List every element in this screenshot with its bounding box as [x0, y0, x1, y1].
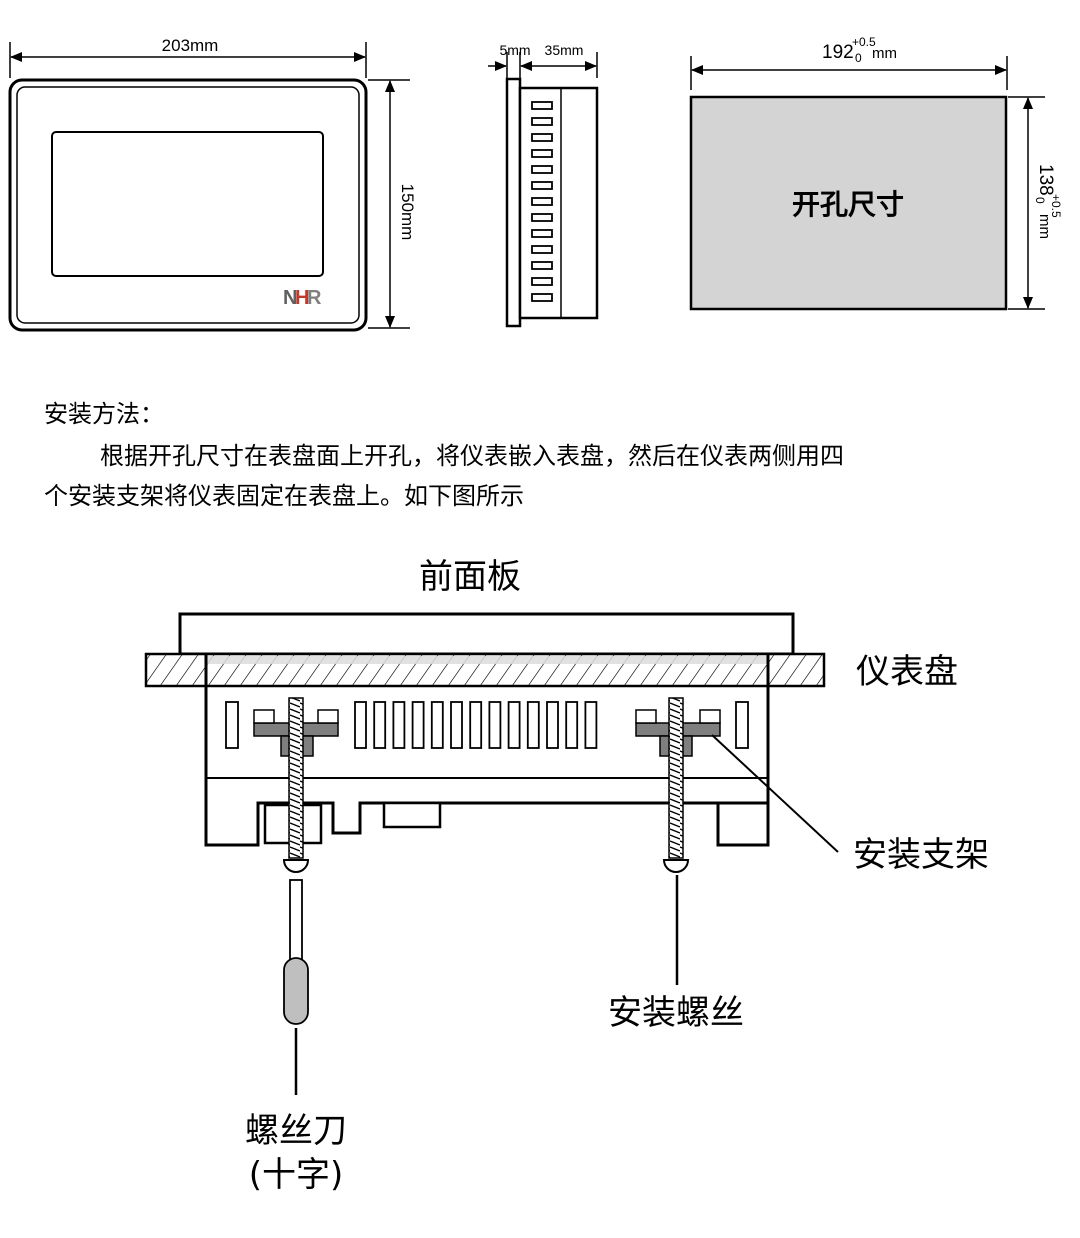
- bracket-leader-line: [711, 734, 839, 853]
- screwdriver-icon: [283, 879, 309, 1025]
- front-bezel-inner: [16, 86, 360, 324]
- display-screen: [51, 131, 324, 277]
- side-vent-slot: [531, 133, 553, 142]
- side-vent-slot: [531, 165, 553, 174]
- side-front-plate: [505, 77, 522, 328]
- cutout-width-tol-upper: +0.5: [852, 35, 876, 49]
- cutout-width-tol-lower: 0: [855, 51, 862, 65]
- body-notch-center: [382, 801, 442, 829]
- body-vent-slot: [735, 701, 749, 749]
- install-diagram: 前面板 仪表盘: [144, 557, 989, 1195]
- side-vent-slots: [531, 101, 553, 302]
- side-depth-front-label: 5mm: [499, 42, 530, 58]
- front-width-label: 203mm: [162, 36, 219, 55]
- install-title: 安装方法：: [44, 400, 164, 428]
- side-vent-slot: [531, 293, 553, 302]
- front-view: 203mm N H R 150mm: [8, 36, 417, 332]
- screwdriver-label: 螺丝刀: [245, 1111, 347, 1151]
- body-vent-slot: [225, 701, 239, 749]
- front-panel-rect: [178, 612, 795, 656]
- cutout-width-unit: mm: [872, 45, 897, 62]
- screwdriver-shaft: [289, 879, 303, 963]
- screw-right-shaft: [668, 697, 684, 859]
- body-vent-slot: [373, 701, 387, 749]
- cutout-height-base: 138: [1035, 164, 1056, 196]
- screw-left-shaft: [288, 697, 304, 859]
- side-vent-slot: [531, 245, 553, 254]
- screw-label: 安装螺丝: [608, 993, 744, 1033]
- cutout-label: 开孔尺寸: [792, 188, 904, 221]
- cutout-height-unit: mm: [1036, 214, 1053, 239]
- front-height-label: 150mm: [398, 184, 417, 241]
- bracket-right-tab-b: [699, 709, 721, 724]
- side-vent-slot: [531, 213, 553, 222]
- side-vent-slot: [531, 181, 553, 190]
- cutout-height-label: 138 +0.5 0 mm: [1033, 164, 1063, 239]
- install-line-1: 根据开孔尺寸在表盘面上开孔，将仪表嵌入表盘，然后在仪表两侧用四: [100, 442, 844, 470]
- screw-left-head: [282, 859, 310, 873]
- brand-logo: N H R: [283, 287, 322, 309]
- side-vent-slot: [531, 149, 553, 158]
- body-vent-slot: [526, 701, 540, 749]
- side-vent-slot: [531, 197, 553, 206]
- body-vent-slot: [411, 701, 425, 749]
- hatch-highlight: [206, 656, 768, 664]
- body-vent-slot: [488, 701, 502, 749]
- bracket-label: 安装支架: [853, 835, 989, 875]
- body-vent-slot: [565, 701, 579, 749]
- bracket-left-tab-b: [317, 709, 339, 724]
- body-foot-right: [716, 803, 768, 847]
- logo-letter-h: H: [295, 287, 309, 309]
- cutout-width-label: 192 +0.5 0 mm: [822, 35, 897, 65]
- cutout-height-tol-lower: 0: [1033, 197, 1047, 204]
- side-vent-slot: [531, 117, 553, 126]
- side-vent-slot: [531, 277, 553, 286]
- side-vent-slot: [531, 261, 553, 270]
- bracket-right-tab-a: [635, 709, 657, 724]
- side-vent-slot: [531, 229, 553, 238]
- screwdriver-type-label: (十字): [249, 1155, 344, 1195]
- screw-right-head: [662, 859, 690, 873]
- screwdriver-handle: [283, 957, 309, 1025]
- body-vent-slots: [225, 701, 749, 749]
- logo-letter-r: R: [307, 287, 322, 309]
- body-vent-slot: [430, 701, 444, 749]
- side-vent-slot: [531, 101, 553, 110]
- instrument-panel-label: 仪表盘: [856, 652, 958, 692]
- front-panel-label: 前面板: [419, 557, 521, 597]
- cutout-height-tol-upper: +0.5: [1049, 194, 1063, 218]
- cutout-area: [689, 95, 1008, 311]
- screw-right: [662, 697, 690, 873]
- body-vent-slot: [450, 701, 463, 749]
- body-vent-slot: [584, 701, 598, 749]
- side-view: 5mm 35mm: [488, 42, 599, 328]
- body-vent-slot: [392, 701, 406, 749]
- cutout-view: 192 +0.5 0 mm 开孔尺寸 138 +0.5 0 mm: [689, 35, 1063, 311]
- body-vent-slot: [469, 701, 483, 749]
- screw-left: [282, 697, 310, 873]
- body-vent-slot: [354, 701, 367, 749]
- logo-letter-n: N: [283, 287, 297, 309]
- body-vent-slot: [507, 701, 521, 749]
- body-vent-slot: [546, 701, 559, 749]
- bracket-left-tab-a: [253, 709, 275, 724]
- install-line-2: 个安装支架将仪表固定在表盘上。如下图所示: [44, 482, 524, 510]
- side-depth-body-label: 35mm: [545, 42, 584, 58]
- cutout-width-base: 192: [822, 42, 854, 63]
